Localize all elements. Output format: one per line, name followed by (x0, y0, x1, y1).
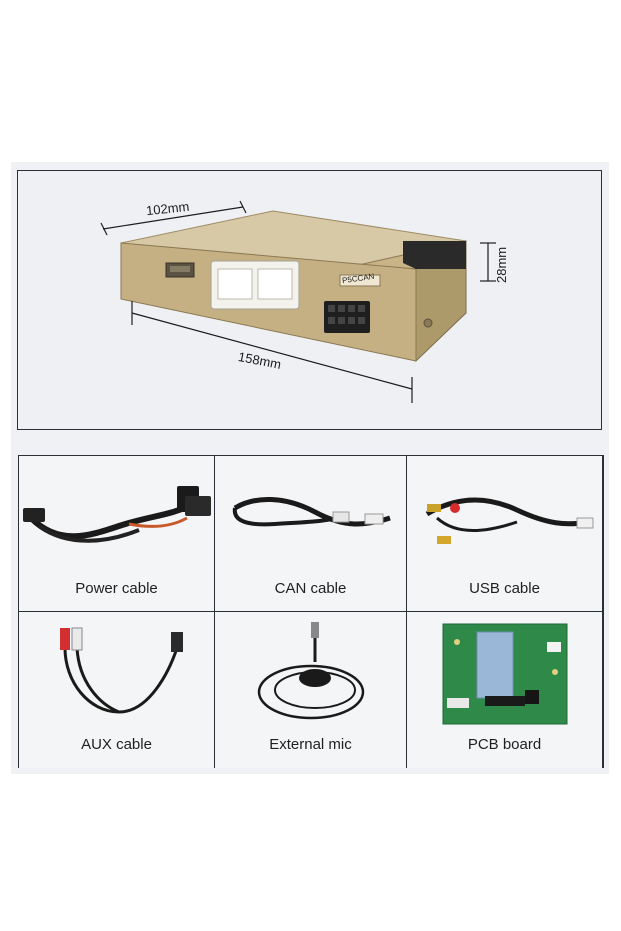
aux-cable-icon (60, 627, 183, 714)
accessory-label: External mic (269, 736, 352, 753)
interface-box-image (100, 200, 496, 403)
pcb-board-icon (442, 623, 568, 725)
accessory-grid: Power cable CAN cable USB cable (18, 455, 604, 768)
accessory-power-cable: Power cable (19, 456, 215, 612)
accessory-pcb-board: PCB board (407, 612, 603, 768)
accessory-label: AUX cable (81, 736, 152, 753)
accessory-label: CAN cable (274, 580, 347, 597)
external-mic-icon (257, 622, 365, 720)
dimension-diagram-frame: 102mm 158mm 28mm P5CCAN (17, 170, 602, 430)
dimension-height-label: 28mm (494, 246, 509, 283)
power-cable-icon (23, 486, 211, 543)
accessory-external-mic: External mic (215, 612, 407, 768)
accessory-label: USB cable (469, 580, 540, 597)
accessory-usb-cable: USB cable (407, 456, 603, 612)
accessory-can-cable: CAN cable (215, 456, 407, 612)
accessory-aux-cable: AUX cable (19, 612, 215, 768)
accessory-label: Power cable (75, 580, 158, 597)
accessory-label: PCB board (467, 736, 542, 753)
can-cable-icon (232, 497, 391, 527)
usb-cable-icon (425, 497, 594, 544)
